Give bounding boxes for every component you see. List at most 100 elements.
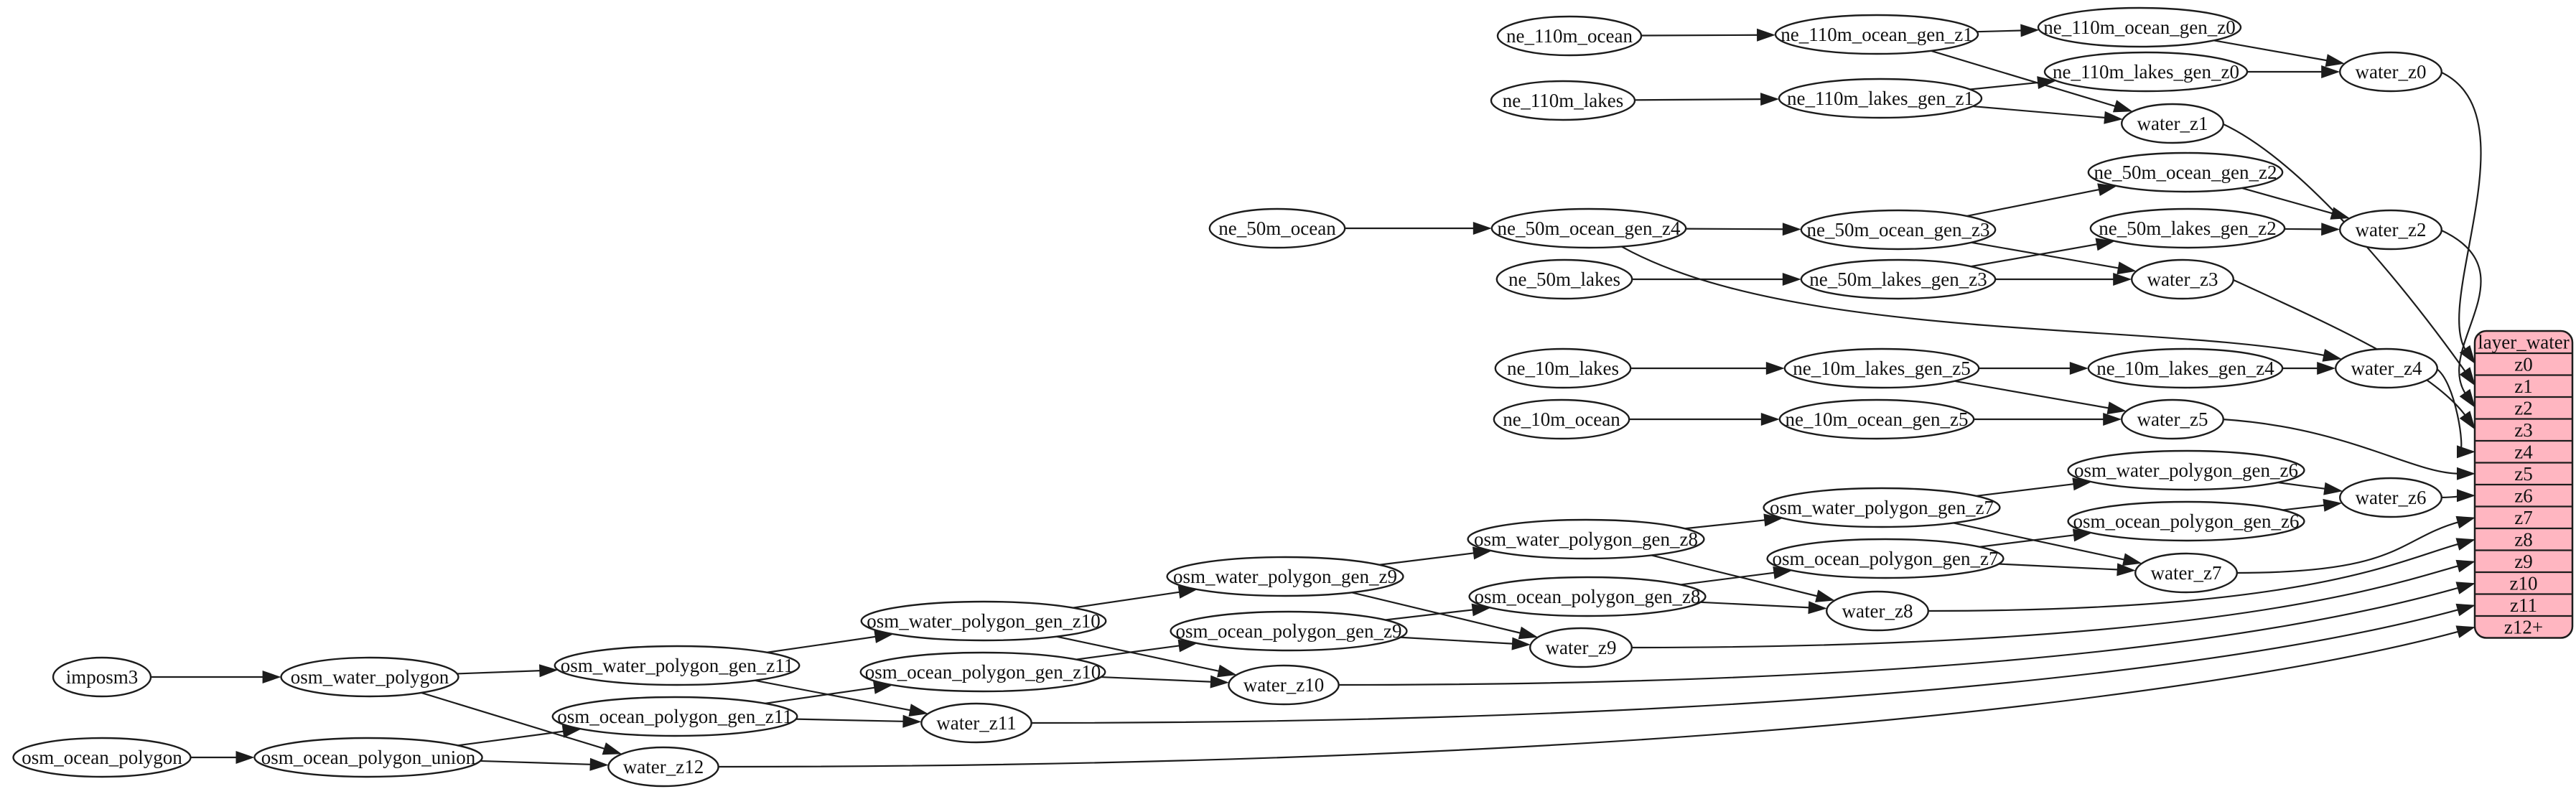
edge-line [2282,504,2328,511]
node-osm_ocean_polygon_gen_z10: osm_ocean_polygon_gen_z10 [859,651,1106,693]
node-osm_water_polygon_gen_z11: osm_water_polygon_gen_z11 [554,645,801,686]
edge-arrowhead [589,757,609,771]
edge-arrowhead [2113,273,2132,286]
node-osm_water_polygon_gen_z7: osm_water_polygon_gen_z7 [1763,487,2001,528]
edge-osm_ocean_polygon_gen_z7-water_z7 [1998,563,2136,576]
edge-line [1630,564,2460,649]
edge-line [2231,279,2468,418]
edge-imposm3-osm_water_polygon [151,671,281,683]
edge-line [1977,29,2025,33]
edge-arrowhead [2455,582,2475,594]
table-row-label: z9 [2514,551,2532,572]
edge-arrowhead [1760,413,1780,426]
node-water_z0: water_z0 [2338,51,2442,93]
edge-line [2235,520,2460,574]
node-label: osm_ocean_polygon_gen_z8 [1475,586,1701,607]
node-label: ne_50m_ocean_gen_z2 [2094,162,2277,183]
edge-ne_110m_lakes_gen_z1-water_z1 [1972,105,2123,124]
edge-osm_ocean_polygon_union-water_z12 [480,757,609,771]
edge-arrowhead [2069,362,2089,375]
edge-ne_50m_lakes_gen_z2-water_z2 [2285,223,2341,236]
node-osm_water_polygon_gen_z6: osm_water_polygon_gen_z6 [2067,449,2305,491]
node-ellipse [1468,576,1707,617]
node-label: osm_ocean_polygon [22,747,182,768]
node-label: osm_water_polygon_gen_z8 [1474,528,1698,550]
edge-line [765,686,878,704]
edge-line [1101,676,1215,683]
node-ellipse [1494,347,1632,389]
edge-line [1641,34,1761,37]
edge-osm_water_polygon_gen_z10-water_z10 [1056,635,1237,678]
edge-osm_water_polygon-water_z12 [421,691,622,755]
edge-ne_50m_ocean_gen_z4-water_z4 [1621,246,2342,362]
node-label: water_z6 [2356,487,2427,508]
edge-line [2440,229,2482,396]
edge-line [2213,39,2330,62]
node-water_z2: water_z2 [2338,209,2442,251]
edge-arrowhead [2103,413,2122,426]
node-label: osm_ocean_polygon_gen_z7 [1773,548,1999,569]
node-ellipse [1166,556,1404,597]
node-ellipse [2334,347,2438,389]
table-row-label: z10 [2510,572,2538,594]
edge-line [1969,81,2042,90]
edge-arrowhead [2321,65,2341,78]
node-label: osm_water_polygon_gen_z6 [2074,459,2298,481]
node-label: ne_50m_lakes_gen_z2 [2099,218,2276,239]
edge-water_z4-layer_water-z4 [2435,368,2475,459]
node-label: water_z2 [2356,219,2427,241]
edge-arrowhead [2457,445,2475,459]
edge-line [1954,380,2112,410]
edge-ne_10m_ocean_gen_z5-water_z5 [1974,413,2122,426]
node-ellipse [1493,398,1630,440]
edge-line [1926,543,2460,612]
node-ellipse [1208,207,1346,249]
node-ne_10m_lakes_gen_z5: ne_10m_lakes_gen_z5 [1783,347,1980,389]
node-ellipse [1467,518,1705,560]
node-label: ne_110m_ocean [1506,25,1633,47]
edge-line [1651,554,1821,598]
table-row-label: z5 [2514,463,2532,485]
table-row-label: z6 [2514,485,2532,506]
edge-arrowhead [908,704,928,716]
node-label: osm_water_polygon_gen_z7 [1770,497,1994,518]
edge-line [1953,522,2128,561]
edge-ne_110m_lakes-ne_110m_lakes_gen_z1 [1635,93,1780,106]
edge-arrowhead [2122,553,2142,566]
node-label: ne_50m_ocean_gen_z3 [1807,219,1990,241]
node-label: water_z5 [2137,408,2208,430]
edge-ne_50m_lakes_gen_z3-ne_50m_lakes_gen_z2 [1971,238,2115,268]
edge-line [457,730,567,747]
node-ellipse [860,600,1107,642]
edge-ne_10m_lakes_gen_z5-ne_10m_lakes_gen_z4 [1979,362,2089,375]
node-label: ne_110m_ocean_gen_z1 [1781,24,1972,45]
node-water_z4: water_z4 [2334,347,2438,389]
edge-line [457,669,543,675]
node-ne_110m_lakes: ne_110m_lakes [1490,80,1636,121]
edge-line [1684,518,1768,530]
node-ellipse [2067,500,2305,542]
edge-arrowhead [2095,238,2115,251]
edge-osm_ocean_polygon-osm_ocean_polygon_union [190,751,255,764]
edge-ne_10m_ocean-ne_10m_ocean_gen_z5 [1629,413,1780,426]
node-ellipse [2087,347,2284,389]
node-ne_110m_ocean_gen_z0: ne_110m_ocean_gen_z0 [2037,6,2242,48]
node-ellipse [1170,610,1408,652]
node-ellipse [2089,207,2286,249]
edge-arrowhead [1808,601,1827,615]
node-label: ne_110m_ocean_gen_z0 [2043,17,2235,38]
node-ellipse [1783,347,1980,389]
table-row-label: z7 [2514,507,2532,528]
edge-arrowhead [2112,100,2133,113]
node-osm_ocean_polygon_union: osm_ocean_polygon_union [253,737,483,778]
node-ne_10m_lakes: ne_10m_lakes [1494,347,1632,389]
node-ne_10m_ocean_gen_z5: ne_10m_ocean_gen_z5 [1778,398,1975,440]
node-ellipse [1529,627,1633,668]
node-osm_ocean_polygon_gen_z8: osm_ocean_polygon_gen_z8 [1468,576,1707,617]
edge-arrowhead [1760,93,1780,106]
node-ellipse [2043,51,2249,93]
node-ne_50m_lakes: ne_50m_lakes [1495,258,1633,300]
edge-water_z6-layer_water-z6 [2440,489,2475,503]
node-ne_50m_ocean_gen_z4: ne_50m_ocean_gen_z4 [1490,207,1687,249]
